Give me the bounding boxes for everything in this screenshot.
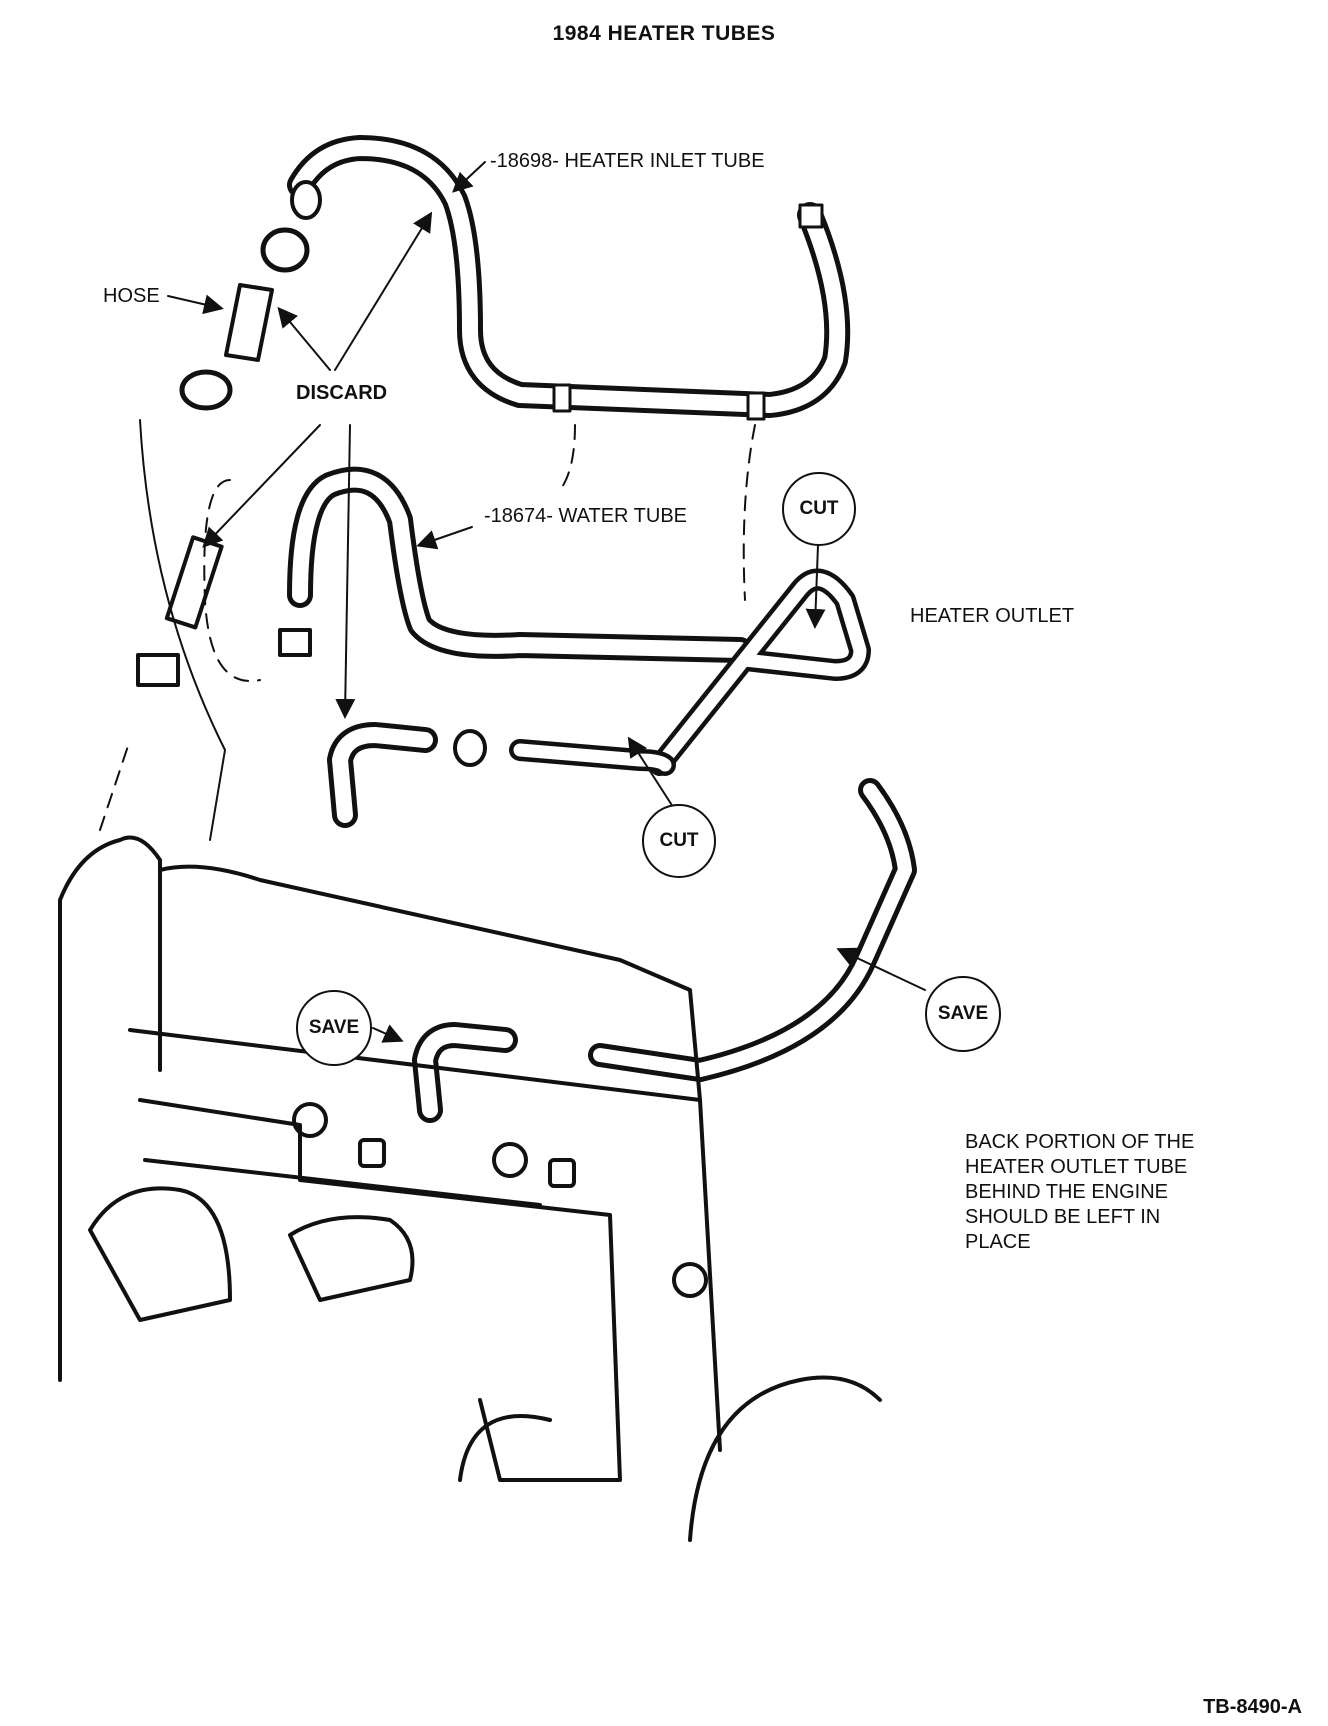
outlet-connector [327,722,676,828]
save-callout-right: SAVE [925,976,1001,1052]
guide-lines [99,424,756,831]
figure-id: TB-8490-A [1203,1696,1302,1718]
diagram-title: 1984 HEATER TUBES [552,22,776,45]
heater-inlet-tube [287,135,851,421]
note-line: SHOULD BE LEFT IN [965,1206,1161,1228]
note-line: PLACE [965,1231,1031,1253]
water-tube [136,466,753,687]
heater-outlet-loop [649,568,871,776]
label-water-tube: -18674- WATER TUBE [484,505,688,527]
engine-block [58,835,882,1542]
label-hose: HOSE [103,285,160,307]
note-line: BACK PORTION OF THE [965,1131,1195,1153]
label-heater-inlet-tube: -18698- HEATER INLET TUBE [490,150,765,172]
cut-callout-top: CUT [782,472,856,546]
engine-note: BACK PORTION OF THE HEATER OUTLET TUBE B… [965,1130,1255,1255]
label-discard: DISCARD [296,382,388,404]
save-tube-right [412,778,917,1123]
leader-lines [139,161,926,1043]
note-line: HEATER OUTLET TUBE [965,1156,1188,1178]
save-callout-left: SAVE [296,990,372,1066]
cut-callout-bottom: CUT [642,804,716,878]
label-heater-outlet: HEATER OUTLET [910,605,1075,627]
note-line: BEHIND THE ENGINE [965,1181,1168,1203]
inlet-fittings [179,180,322,411]
